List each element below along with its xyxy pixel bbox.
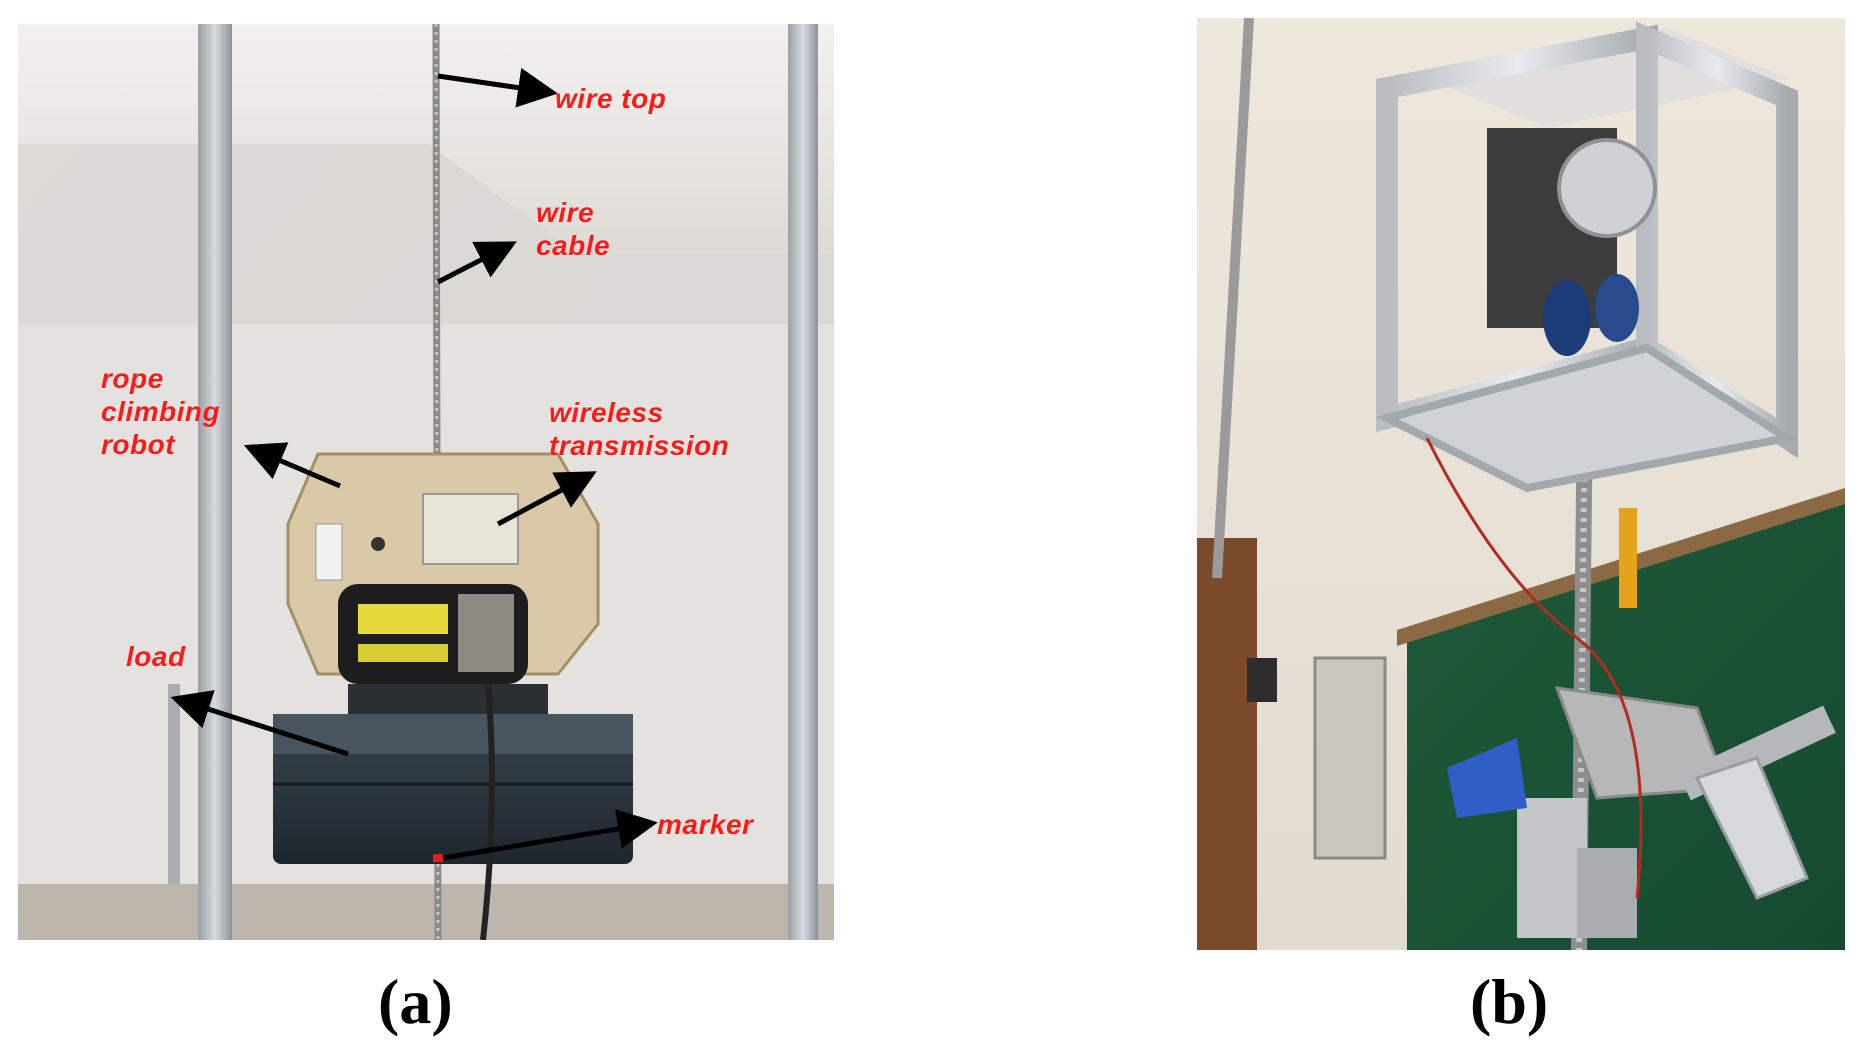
caption-b: (b) (1470, 966, 1549, 1037)
photo-a (18, 24, 834, 940)
label-wireless-transmission: wireless transmission (549, 397, 730, 461)
label-wire-cable: wire cable (536, 197, 611, 261)
photo-b (1197, 18, 1845, 950)
photo-a-illustration (18, 24, 834, 940)
label-rope-climbing-robot: rope climbing robot (101, 363, 221, 460)
photo-b-illustration (1197, 18, 1845, 950)
label-wire-top: wire top (555, 83, 667, 114)
label-marker: marker (657, 809, 754, 840)
label-load: load (126, 641, 186, 672)
caption-a: (a) (378, 966, 453, 1037)
